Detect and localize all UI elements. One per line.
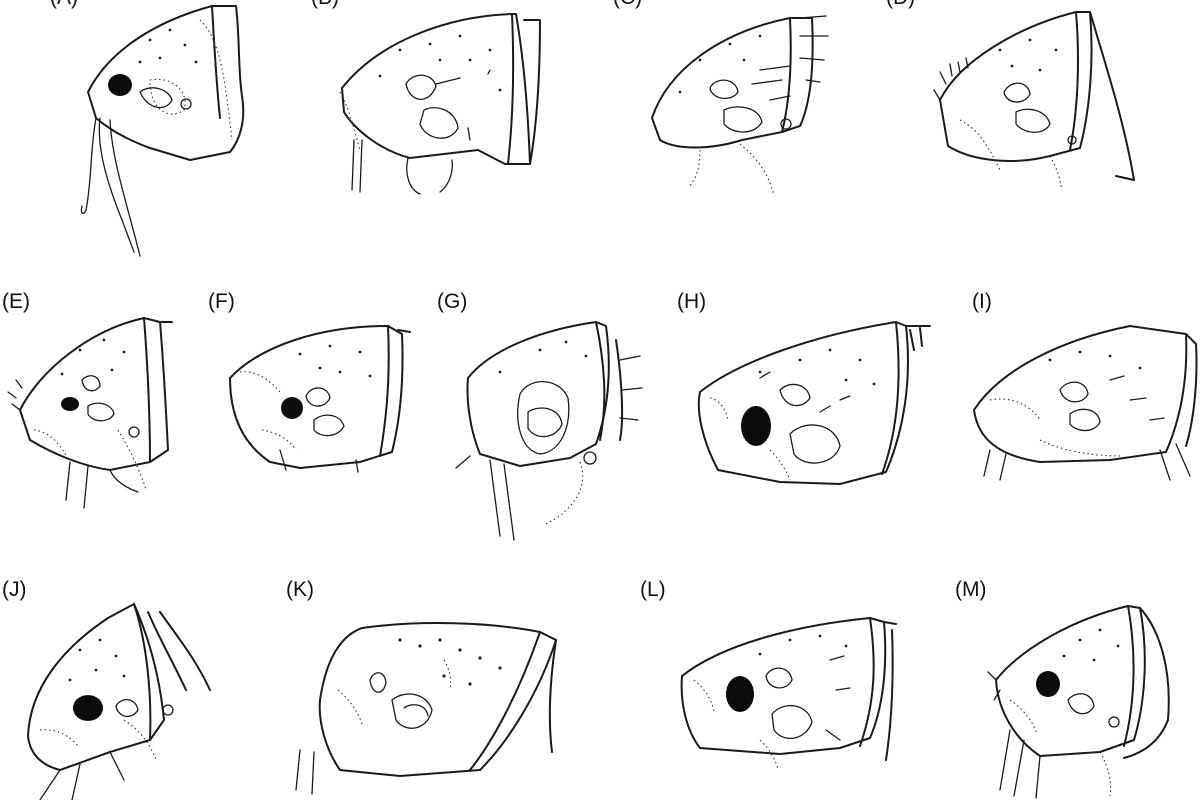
panel-l-drawing [680,617,897,771]
panel-g: (G) [437,290,643,541]
panel-b-label: (B) [311,0,339,9]
panel-g-label: (G) [437,290,467,313]
panel-a-eye-icon [108,74,132,96]
panel-m-drawing [987,605,1170,799]
panel-f-eye-icon [281,397,303,419]
panel-m-eye-icon [1036,671,1060,697]
panel-d-label: (D) [886,0,915,9]
panel-k-drawing [295,622,557,795]
panel-c-label: (C) [613,0,642,9]
panel-f-drawing [229,325,411,473]
panel-h-label: (H) [677,290,706,313]
panel-i: (I) [972,290,1198,481]
panel-g-drawing [455,321,643,541]
panel-j-label: (J) [2,578,27,601]
panel-i-drawing [973,325,1198,481]
panel-b: (B) [311,0,541,195]
panel-b-drawing [339,13,541,195]
panel-c-drawing [651,15,829,197]
panel-f-label: (F) [208,290,235,313]
panel-c: (C) [613,0,829,197]
panel-e-eye-icon [61,397,79,411]
panel-j: (J) [2,578,211,800]
panel-a: (A) [50,0,245,257]
panel-j-drawing [27,603,211,800]
panel-a-label: (A) [50,0,78,9]
panel-h-eye-icon [741,406,771,446]
panel-a-drawing [80,5,245,257]
panel-m-label: (M) [955,578,986,601]
panel-l: (L) [640,578,897,771]
panel-l-label: (L) [640,578,666,601]
panel-k-label: (K) [286,578,314,601]
panel-f: (F) [208,290,411,473]
panel-k: (K) [286,578,557,795]
panel-m: (M) [955,578,1170,799]
panel-e: (E) [2,290,173,509]
panel-i-label: (I) [972,290,992,313]
panel-l-eye-icon [726,676,754,712]
panel-e-drawing [7,317,173,509]
panel-j-eye-icon [73,695,103,721]
panel-h-drawing [697,321,931,485]
panel-h: (H) [677,290,931,485]
panel-d: (D) [886,0,1135,191]
panel-e-label: (E) [2,290,30,313]
panel-d-drawing [933,11,1135,191]
